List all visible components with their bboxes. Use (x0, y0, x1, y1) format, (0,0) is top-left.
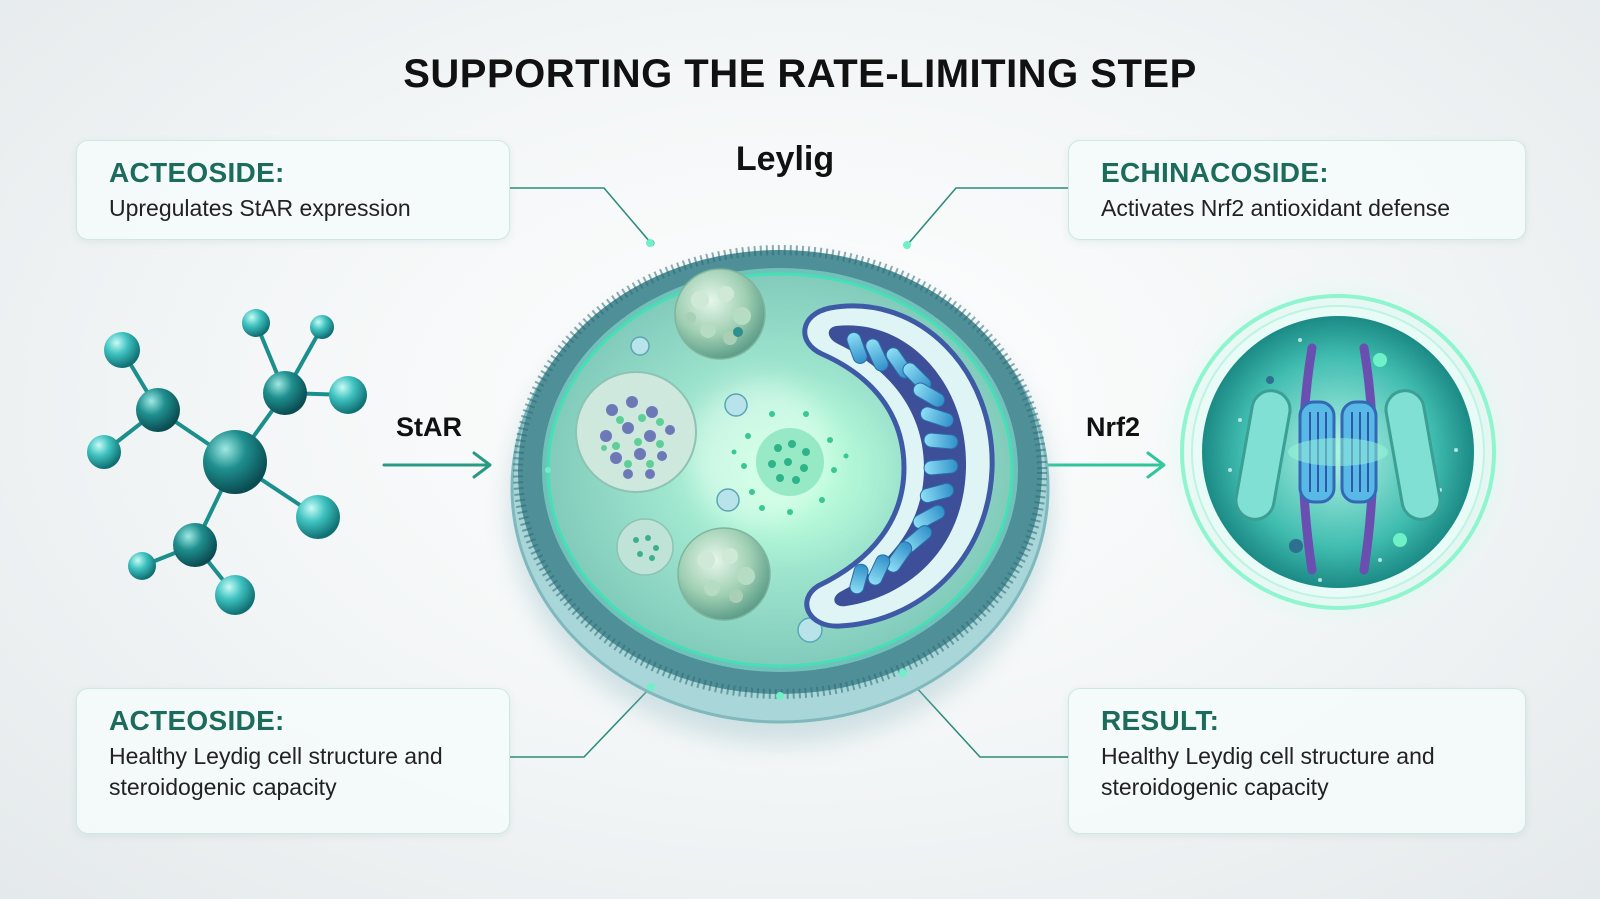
card-heading: ECHINACOSIDE: (1101, 157, 1329, 188)
connector-bottom-left (510, 687, 651, 758)
mitochondrion-icon (802, 303, 995, 629)
acteoside-structure-card: ACTEOSIDE: Healthy Leydig cell structure… (76, 688, 510, 834)
leydig-cell-illustration (508, 239, 1052, 744)
card-text-line-2: steroidogenic capacity (109, 774, 337, 800)
nrf2-cell-icon (1176, 290, 1500, 614)
cell-label: Leylig (735, 140, 835, 178)
card-text: Upregulates StAR expression (109, 195, 411, 221)
card-heading: ACTEOSIDE: (109, 705, 285, 736)
card-text-line-1: Healthy Leydig cell structure and (1101, 743, 1435, 769)
arrow-right-icon (382, 451, 492, 479)
result-card: RESULT: Healthy Leydig cell structure an… (1068, 688, 1526, 834)
card-heading: ACTEOSIDE: (109, 157, 285, 188)
molecule-icon (87, 309, 367, 615)
star-arrow-label: StAR (396, 412, 462, 442)
nrf2-arrow-label: Nrf2 (1086, 412, 1141, 442)
acteoside-star-card: ACTEOSIDE: Upregulates StAR expression (76, 140, 510, 240)
card-text-line-2: steroidogenic capacity (1101, 774, 1329, 800)
card-text: Activates Nrf2 antioxidant defense (1101, 195, 1451, 221)
echinacoside-card: ECHINACOSIDE: Activates Nrf2 antioxidant… (1068, 140, 1526, 240)
connector-top-right (907, 187, 1068, 245)
card-heading: RESULT: (1101, 705, 1220, 736)
page-title: SUPPORTING THE RATE-LIMITING STEP (403, 52, 1197, 96)
card-text-line-1: Healthy Leydig cell structure and (109, 743, 443, 769)
connector-top-left (510, 187, 651, 243)
